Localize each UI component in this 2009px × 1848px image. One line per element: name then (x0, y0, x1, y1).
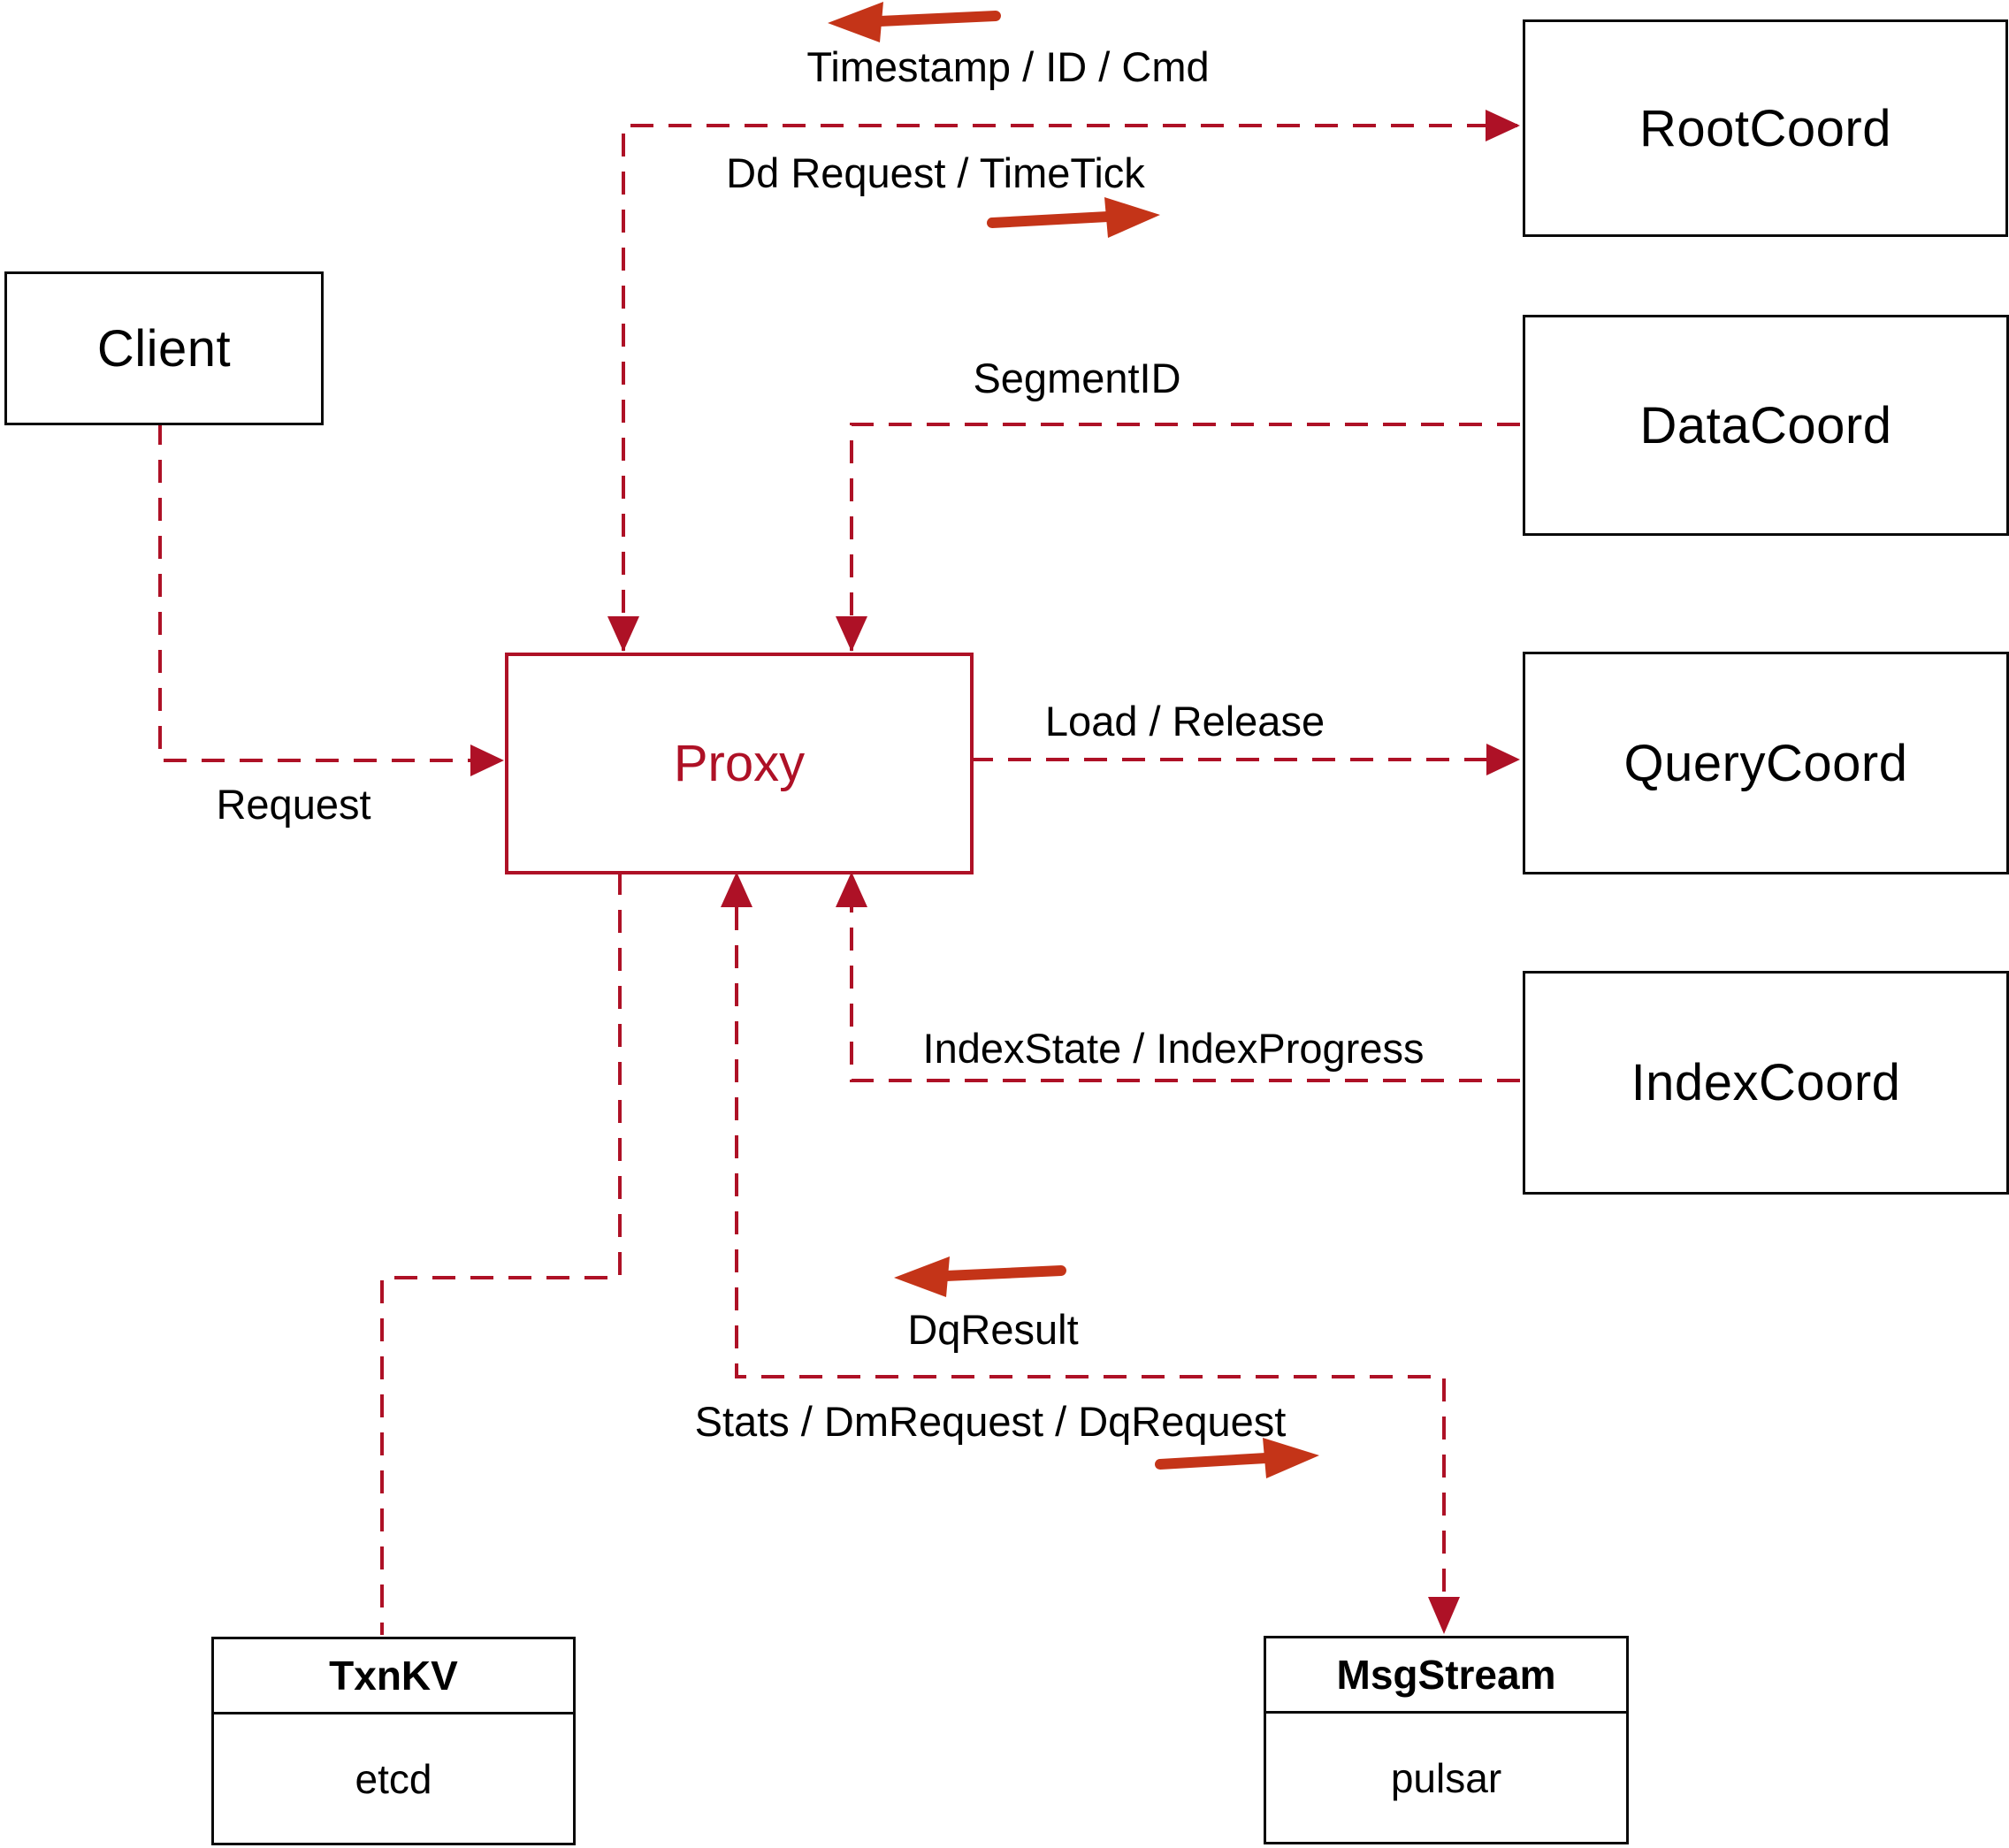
node-txnkv-title: TxnKV (214, 1639, 573, 1714)
stats-request-arrow-icon (1155, 1438, 1319, 1478)
edge-proxy-rootcoord (622, 124, 1517, 651)
node-client-label: Client (96, 319, 232, 378)
edge-client-proxy (158, 422, 470, 762)
arrowhead-into-querycoord-icon (1486, 744, 1520, 775)
edge-label-timestamp-id-cmd: Timestamp / ID / Cmd (806, 43, 1210, 90)
dq-result-response-arrow-icon (894, 1256, 1066, 1297)
node-indexcoord-label: IndexCoord (1631, 1054, 1901, 1111)
timestamp-response-arrow-icon (828, 2, 1001, 42)
node-msgstream: MsgStream pulsar (1264, 1636, 1629, 1844)
edge-proxy-msgstream (735, 907, 1446, 1595)
edge-label-segmentid: SegmentID (973, 355, 1181, 401)
arrowhead-into-proxy-bottom-right-icon (836, 872, 867, 907)
edge-label-dd-request-timetick: Dd Request / TimeTick (726, 149, 1145, 196)
dd-request-arrow-icon (987, 197, 1160, 238)
node-querycoord: QueryCoord (1523, 652, 2009, 874)
arrowhead-into-proxy-top-right-icon (836, 616, 867, 652)
node-client: Client (4, 271, 324, 425)
edge-label-dqresult: DqResult (907, 1306, 1079, 1353)
edge-label-indexstate-indexprogress: IndexState / IndexProgress (922, 1025, 1425, 1072)
node-msgstream-title: MsgStream (1266, 1638, 1626, 1714)
node-msgstream-subtitle: pulsar (1390, 1754, 1502, 1801)
node-txnkv: TxnKV etcd (211, 1637, 576, 1845)
node-rootcoord-label: RootCoord (1639, 99, 1891, 157)
arrowhead-into-proxy-bottom-left-icon (721, 872, 752, 907)
edge-datacoord-proxy (850, 423, 1520, 651)
arrowhead-into-rootcoord-icon (1486, 110, 1520, 141)
arrowhead-into-proxy-top-left-icon (607, 616, 639, 652)
node-datacoord-label: DataCoord (1639, 396, 1892, 454)
edge-label-load-release: Load / Release (1044, 698, 1325, 745)
node-datacoord: DataCoord (1523, 315, 2009, 536)
arrowhead-into-proxy-left-icon (470, 745, 504, 776)
node-proxy-label: Proxy (673, 735, 806, 792)
edge-proxy-txnkv (380, 872, 622, 1635)
node-indexcoord: IndexCoord (1523, 971, 2009, 1195)
arrowhead-into-msgstream-icon (1428, 1597, 1460, 1634)
node-txnkv-subtitle: etcd (355, 1755, 432, 1802)
node-querycoord-label: QueryCoord (1623, 734, 1908, 792)
node-rootcoord: RootCoord (1523, 19, 2008, 237)
edge-label-request: Request (216, 781, 371, 828)
edge-indexcoord-proxy (850, 907, 1520, 1082)
edge-label-stats-dmrequest-dqrequest: Stats / DmRequest / DqRequest (694, 1398, 1287, 1445)
node-proxy: Proxy (505, 653, 974, 874)
